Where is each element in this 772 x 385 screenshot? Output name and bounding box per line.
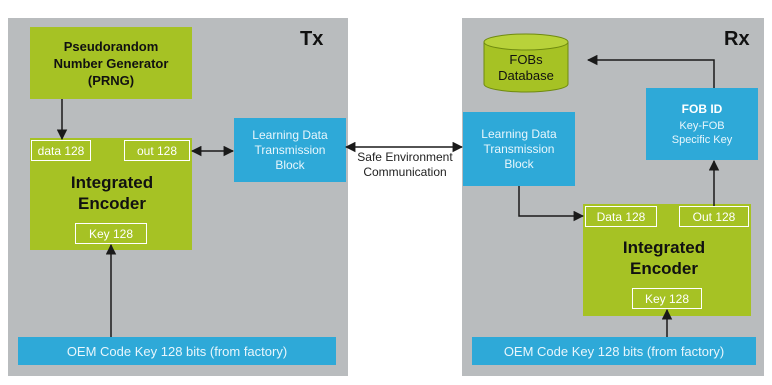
tx-learning-block: Learning Data Transmission Block [234,118,346,182]
rx-learning-block: Learning Data Transmission Block [463,112,575,186]
rx-title: Rx [724,28,750,50]
rx-encoder [583,204,751,316]
arrow-rx-learning-to-encoder [518,186,585,222]
rx-database-label: FOBs Database [498,52,554,83]
rx-key-port: Key 128 [632,288,702,309]
database-icon [483,33,569,93]
rx-out-port: Out 128 [679,206,749,227]
rx-oem-key-bar: OEM Code Key 128 bits (from factory) [472,337,756,365]
tx-encoder [30,138,192,250]
tx-prng-label: Pseudorandom Number Generator (PRNG) [53,38,169,88]
rx-data-port: Data 128 [585,206,657,227]
tx-data-port: data 128 [31,140,91,161]
tx-oem-key-bar: OEM Code Key 128 bits (from factory) [18,337,336,365]
tx-out-port: out 128 [124,140,190,161]
tx-prng-block: Pseudorandom Number Generator (PRNG) [30,27,192,99]
safe-channel-label: Safe Environment Communication [357,150,453,179]
tx-title: Tx [300,28,324,50]
tx-encoder-label: Integrated Encoder [70,173,154,213]
rx-encoder-label: Integrated Encoder [622,238,706,278]
tx-key-port: Key 128 [75,223,147,244]
arrow-fob-id-to-database [586,54,715,88]
rx-fob-id-block: FOB ID Key-FOB Specific Key [646,88,758,160]
